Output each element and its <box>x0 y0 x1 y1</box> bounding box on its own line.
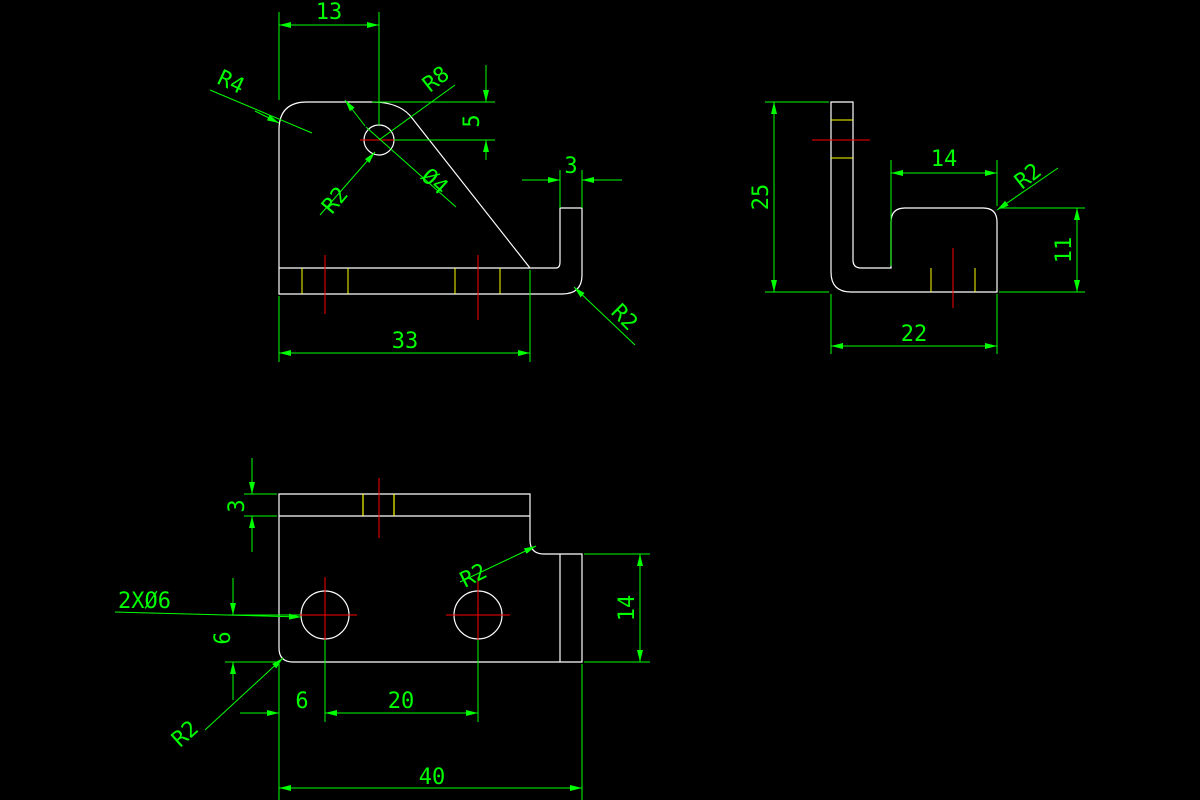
dim-22-label: 22 <box>901 322 928 347</box>
dim-r2-corner-label: R2 <box>167 716 203 752</box>
side-view-centerlines <box>812 139 954 308</box>
dim-holes-label: 2XØ6 <box>118 589 171 614</box>
dim-3-top-label: 3 <box>225 499 250 512</box>
front-view-labels: 13 R4 R8 5 Ø4 R2 3 R2 33 <box>213 0 642 354</box>
dim-hole-label: Ø4 <box>416 164 452 200</box>
top-view-labels: 3 R2 14 2XØ6 6 R2 6 20 40 <box>118 499 640 790</box>
dim-6-horiz-label: 6 <box>295 689 308 714</box>
front-view-dimensions <box>209 12 636 362</box>
side-view: 25 14 R2 11 22 <box>749 101 1085 354</box>
dim-r4-label: R4 <box>213 66 248 100</box>
dim-r2-notch-label: R2 <box>456 559 491 593</box>
dim-r2-side-label: R2 <box>1010 159 1046 195</box>
top-view-dimensions <box>114 458 650 800</box>
dim-r2-bend-label: R2 <box>606 300 642 336</box>
dim-14-side-label: 14 <box>931 147 958 172</box>
top-view-geometry <box>278 493 583 663</box>
dim-11-label: 11 <box>1052 237 1077 264</box>
side-view-geometry <box>830 101 998 293</box>
dim-33-label: 33 <box>392 329 419 354</box>
dim-r2-hole-label: R2 <box>317 182 353 218</box>
front-view-hidden-lines <box>301 268 501 294</box>
side-view-dimensions <box>765 101 1085 354</box>
dim-6-vert-label: 6 <box>211 631 236 644</box>
top-view: 3 R2 14 2XØ6 6 R2 6 20 40 <box>114 458 650 800</box>
side-view-labels: 25 14 R2 11 22 <box>749 147 1077 347</box>
side-view-hidden-lines <box>831 119 976 292</box>
dim-r8-label: R8 <box>418 62 454 98</box>
dim-40-label: 40 <box>419 765 446 790</box>
dim-20-label: 20 <box>388 689 415 714</box>
dim-5-label: 5 <box>460 114 485 127</box>
top-view-centerlines <box>293 478 510 650</box>
dim-3-label: 3 <box>564 154 577 179</box>
front-view: 13 R4 R8 5 Ø4 R2 3 R2 33 <box>209 0 642 362</box>
dim-13-label: 13 <box>316 0 343 25</box>
dim-14-top-label: 14 <box>615 595 640 622</box>
dim-25-label: 25 <box>749 184 774 211</box>
